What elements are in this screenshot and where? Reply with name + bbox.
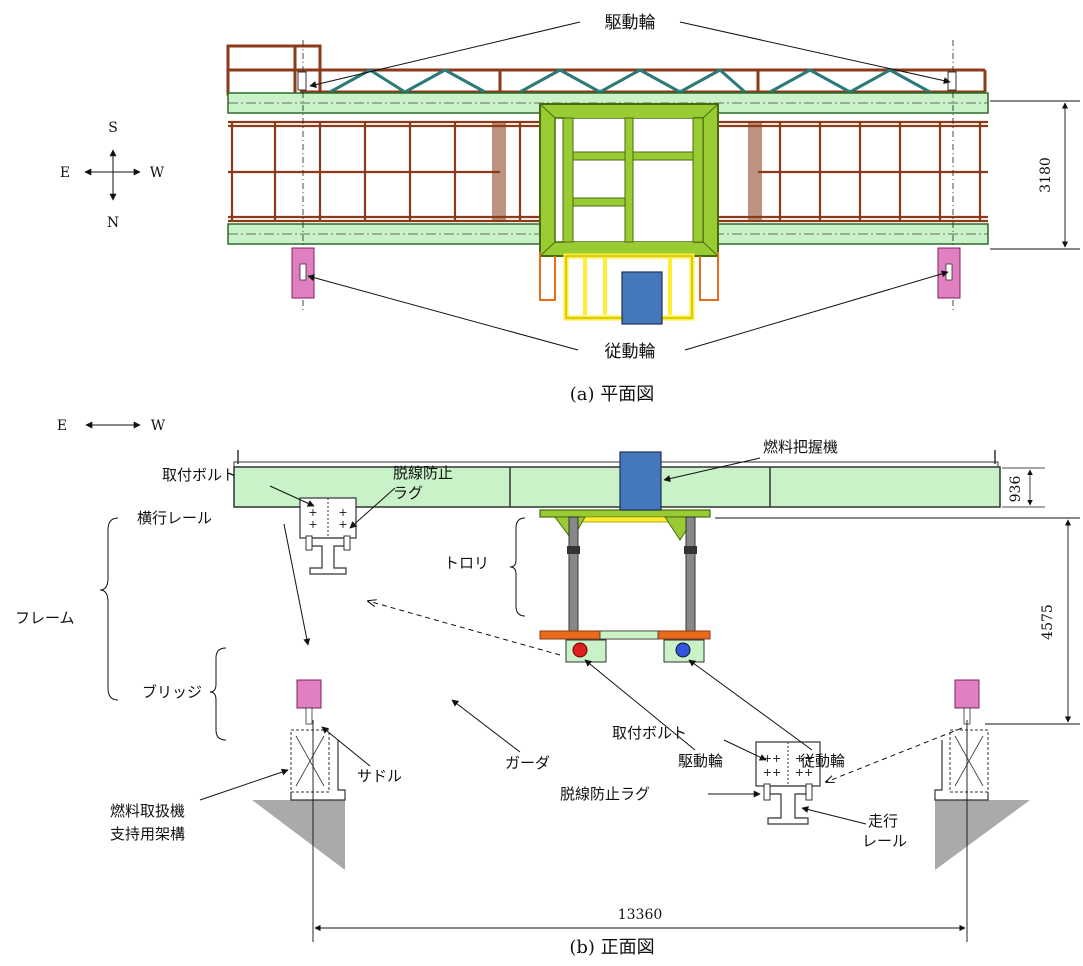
dim-13360: 13360 bbox=[618, 907, 663, 923]
label-derail-lug-bottom: 脱線防止ラグ bbox=[560, 785, 650, 803]
support-structure-east bbox=[252, 729, 346, 870]
trolley-leg-west bbox=[685, 516, 696, 638]
label-bridge: ブリッジ bbox=[142, 683, 202, 701]
svg-text:+: + bbox=[308, 518, 317, 531]
plan-divider-left bbox=[492, 122, 506, 221]
svg-text:++: ++ bbox=[795, 752, 813, 765]
front-view: E W bbox=[15, 418, 1080, 958]
plan-divider-right bbox=[748, 122, 762, 221]
girder bbox=[233, 466, 1001, 508]
label-fuel-gripper: 燃料把握機 bbox=[763, 438, 838, 456]
front-caption: (b) 正面図 bbox=[569, 937, 654, 958]
support-structure-west bbox=[934, 729, 1030, 870]
plan-platform bbox=[539, 252, 719, 325]
label-trolley: トロリ bbox=[444, 554, 489, 572]
svg-text:++: ++ bbox=[795, 766, 813, 779]
label-driven-wheel: 従動輪 bbox=[800, 752, 845, 770]
svg-text:++: ++ bbox=[763, 766, 781, 779]
front-driven-wheel bbox=[675, 642, 691, 658]
front-ew-w: W bbox=[151, 418, 166, 434]
label-support-1: 燃料取扱機 bbox=[110, 802, 185, 820]
dim-4575: 4575 bbox=[1040, 604, 1056, 640]
dim-936: 936 bbox=[1008, 476, 1024, 503]
dim-3180: 3180 bbox=[1038, 157, 1054, 193]
compass-s: S bbox=[108, 120, 118, 136]
rail-detail-top: + + + + bbox=[299, 497, 357, 575]
label-support-2: 支持用架構 bbox=[110, 825, 185, 843]
compass-e: E bbox=[60, 165, 70, 181]
label-mount-bolt-top: 取付ボルト bbox=[162, 466, 237, 484]
label-saddle: サドル bbox=[357, 767, 402, 785]
truss-diagonals bbox=[329, 68, 931, 94]
svg-text:+: + bbox=[308, 506, 317, 519]
saddle-east bbox=[296, 679, 322, 709]
plan-driven-wheel-label: 従動輪 bbox=[605, 342, 656, 362]
label-traverse-rail: 横行レール bbox=[137, 509, 212, 527]
saddle-west bbox=[954, 679, 980, 709]
label-run-rail-2: レール bbox=[862, 832, 907, 850]
plan-fuel-gripper bbox=[621, 271, 663, 325]
label-derail-lug-top-2: ラグ bbox=[393, 484, 423, 502]
rail-detail-bottom: ++ ++ ++ ++ bbox=[755, 741, 821, 825]
label-frame: フレーム bbox=[15, 609, 75, 627]
fuel-gripper bbox=[619, 451, 662, 511]
trolley bbox=[539, 509, 711, 663]
top-truss bbox=[226, 44, 987, 96]
plan-drive-wheel-west bbox=[947, 71, 957, 91]
plan-caption: (a) 平面図 bbox=[570, 384, 655, 405]
label-girder: ガーダ bbox=[505, 754, 550, 772]
plan-view: 駆動輪 従動輪 3180 S E W N (a) 平面図 bbox=[60, 13, 1080, 405]
front-ew-e: E bbox=[57, 418, 67, 434]
compass: S E W N bbox=[60, 120, 165, 231]
svg-text:+: + bbox=[338, 506, 347, 519]
label-drive-wheel: 駆動輪 bbox=[678, 752, 723, 770]
label-run-rail-1: 走行 bbox=[868, 812, 898, 830]
compass-n: N bbox=[107, 215, 119, 231]
compass-w: W bbox=[150, 165, 165, 181]
plan-drive-wheel-east bbox=[297, 71, 307, 91]
front-drive-wheel bbox=[572, 642, 588, 658]
svg-text:+: + bbox=[338, 518, 347, 531]
label-mount-bolt-bottom: 取付ボルト bbox=[612, 724, 687, 742]
label-derail-lug-top-1: 脱線防止 bbox=[393, 464, 453, 482]
svg-text:++: ++ bbox=[763, 752, 781, 765]
plan-trolley bbox=[539, 103, 719, 257]
trolley-top-deck bbox=[539, 509, 711, 518]
plan-drive-wheel-label: 駆動輪 bbox=[605, 13, 656, 33]
trolley-leg-east bbox=[568, 516, 579, 638]
